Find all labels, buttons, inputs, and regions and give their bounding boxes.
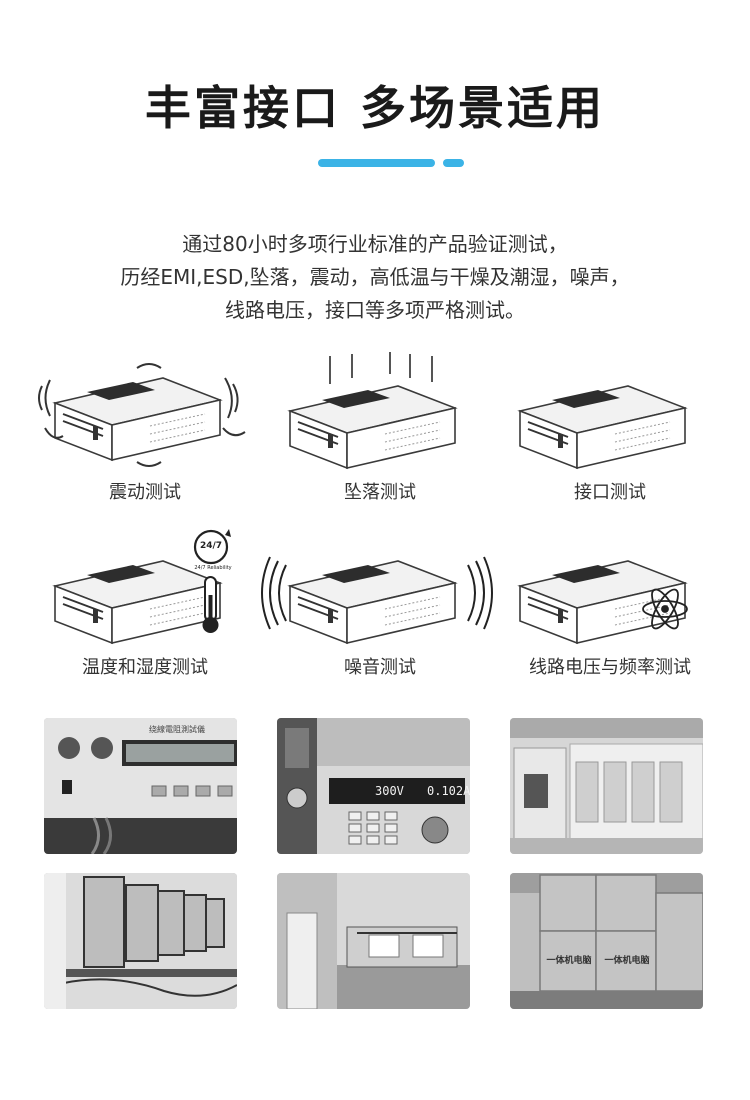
page-title: 丰富接口 多场景适用 <box>144 81 605 135</box>
test-label: 线路电压与频率测试 <box>529 657 691 678</box>
packaged-boxes-photo: 一体机电脑 一体机电脑 <box>510 873 703 1009</box>
test-vibration: 震动测试 <box>25 350 265 503</box>
box-label: 一体机电脑 <box>604 956 650 966</box>
device-icon <box>287 385 458 470</box>
title-accent-bar <box>318 159 435 167</box>
voltage-device-illustration <box>517 560 688 645</box>
burn-in-rack-photo <box>44 873 237 1009</box>
device-icon <box>517 385 688 470</box>
box-label: 一体机电脑 <box>546 956 592 966</box>
test-label: 接口测试 <box>574 482 646 503</box>
vibration-table-photo <box>277 873 470 1009</box>
voltage-readout: 300V <box>375 784 404 798</box>
test-line-voltage-frequency: 线路电压与频率测试 <box>490 525 730 678</box>
intro-line: 线路电压，接口等多项严格测试。 <box>225 298 525 322</box>
device-icon <box>52 560 223 645</box>
test-interface: 接口测试 <box>490 350 730 503</box>
device-icon <box>287 560 458 645</box>
intro-line: 通过80小时多项行业标准的产品验证测试， <box>182 232 568 256</box>
intro-text: 通过80小时多项行业标准的产品验证测试， 历经EMI,ESD,坠落，震动，高低温… <box>0 228 750 327</box>
thermometer-icon <box>202 576 219 633</box>
device-icon <box>52 377 223 462</box>
vibration-marks <box>38 363 246 467</box>
tester-panel-title: 绕線電阻測試儀 <box>149 725 205 734</box>
intro-line: 历经EMI,ESD,坠落，震动，高低温与干燥及潮湿，噪声， <box>120 265 630 289</box>
clock-icon <box>193 529 231 565</box>
drop-device-illustration <box>287 352 458 470</box>
interface-device-illustration <box>517 385 688 470</box>
sound-waves <box>261 556 493 630</box>
test-label: 温度和湿度测试 <box>82 657 208 678</box>
climate-chamber-photo <box>510 718 703 854</box>
power-supply-photo: 300V 0.102A <box>277 718 470 854</box>
vibration-device-illustration <box>38 363 246 467</box>
test-label: 震动测试 <box>109 482 181 503</box>
test-temperature-humidity: 24/7 24/7 Reliability 温度和湿度测试 <box>25 525 265 678</box>
reliability-caption: 24/7 Reliability <box>194 565 232 571</box>
temperature-device-illustration <box>52 529 231 645</box>
test-drop: 坠落测试 <box>260 350 500 503</box>
title-accent-dot <box>443 159 464 167</box>
current-readout: 0.102A <box>427 784 470 798</box>
test-noise: 噪音测试 <box>260 525 500 678</box>
atom-icon <box>642 588 688 630</box>
resistance-tester-photo: 绕線電阻測試儀 <box>44 718 237 854</box>
noise-device-illustration <box>261 556 493 645</box>
clock-badge: 24/7 <box>199 541 223 551</box>
test-label: 噪音测试 <box>344 657 416 678</box>
test-label: 坠落测试 <box>344 482 416 503</box>
device-icon <box>517 560 688 645</box>
drop-lines <box>329 352 433 384</box>
